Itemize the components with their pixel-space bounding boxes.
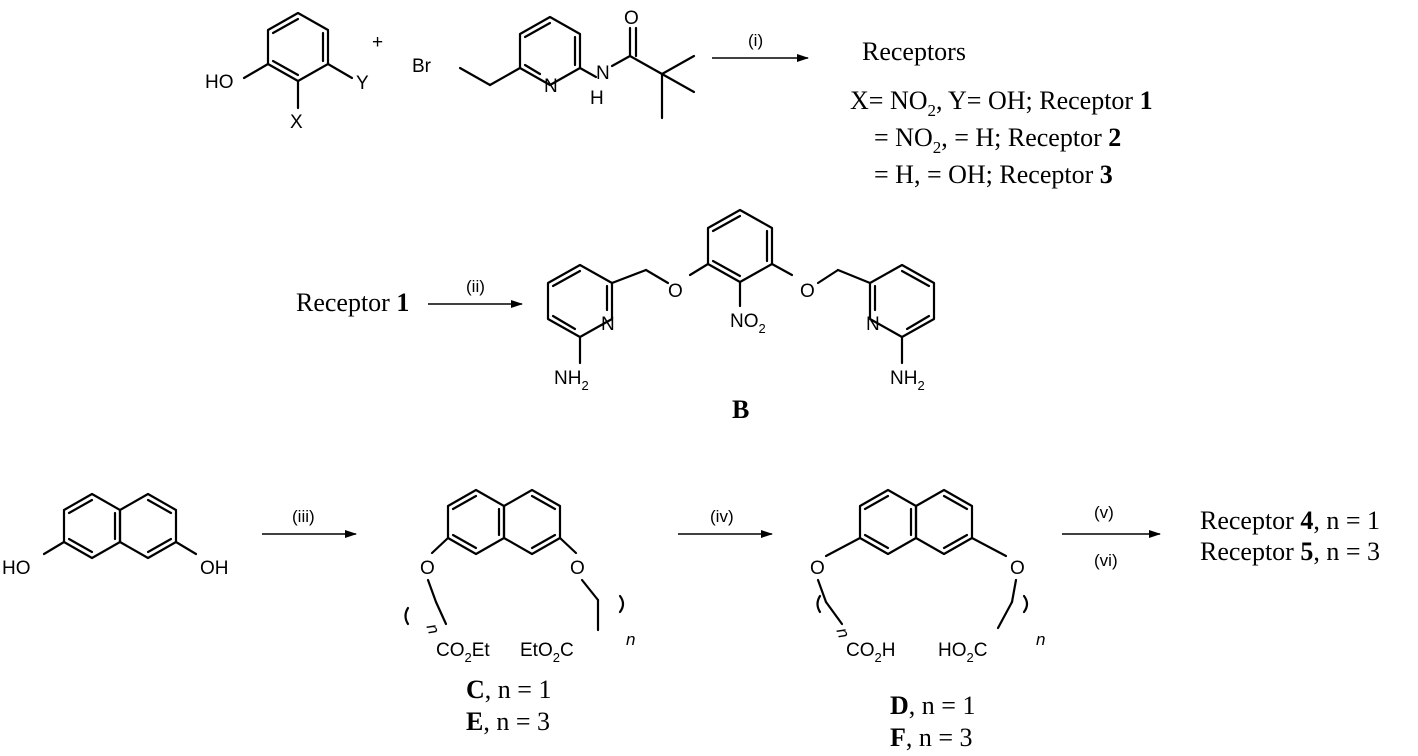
pyridine-nitrogen-label: N xyxy=(544,76,558,97)
ether-oxygen-right: O xyxy=(800,281,815,302)
pyridine-nitrogen-left: N xyxy=(601,314,615,335)
ester-oxygen-left: O xyxy=(420,558,435,579)
diol-hydroxyl-right: OH xyxy=(200,558,229,579)
receptor-line-1: X= NO2, Y= OH; Receptor 1 xyxy=(850,86,1153,120)
amide-nitrogen-label: N xyxy=(596,63,610,84)
receptor-line-2: = NO2, = H; Receptor 2 xyxy=(874,123,1121,157)
receptors-title: Receptors xyxy=(862,37,966,66)
plus-sign: + xyxy=(372,32,383,53)
compound-d-label: D, n = 1 xyxy=(890,691,975,720)
receptor-4-label: Receptor 4, n = 1 xyxy=(1200,506,1380,535)
carbonyl-oxygen-label: O xyxy=(624,8,639,29)
ester-group-right: EtO2C xyxy=(520,640,574,665)
compound-f-label: F, n = 3 xyxy=(890,723,973,752)
acid-group-right: HO2C xyxy=(938,640,987,665)
diacid-structure: O n CO2H O n HO2C xyxy=(810,488,1045,665)
acid-group-left: CO2H xyxy=(846,640,895,665)
condition-iv: (iv) xyxy=(710,507,734,526)
pyridine-nitrogen-right: N xyxy=(866,314,880,335)
condition-v: (v) xyxy=(1094,503,1114,522)
receptor-5-label: Receptor 5, n = 3 xyxy=(1200,537,1380,566)
substituent-y-label: Y xyxy=(356,73,369,94)
compound-c-label: C, n = 1 xyxy=(466,675,551,704)
ester-oxygen-right: O xyxy=(570,558,585,579)
repeat-n-left-acid: n xyxy=(833,625,854,640)
nitro-group-label: NO2 xyxy=(730,311,766,336)
amine-left-label: NH2 xyxy=(554,368,589,393)
ester-group-left: CO2Et xyxy=(436,640,490,665)
condition-iii: (iii) xyxy=(292,507,315,526)
product-b-structure: NO2 O O N NH2 N NH2 xyxy=(546,208,936,393)
condition-i: (i) xyxy=(748,31,763,50)
diol-hydroxyl-left: HO xyxy=(2,558,31,579)
receptor-line-3: = H, = OH; Receptor 3 xyxy=(874,160,1113,189)
acid-oxygen-left: O xyxy=(810,558,825,579)
acid-oxygen-right: O xyxy=(1010,558,1025,579)
substituted-phenol: HO X Y xyxy=(205,11,369,133)
receptor-1-start: Receptor 1 xyxy=(296,288,409,317)
repeat-n-right: n xyxy=(626,630,635,649)
hydroxyl-label: HO xyxy=(205,72,234,93)
bromomethyl-pyridine-pivalamide: Br N N H O xyxy=(412,8,696,120)
compound-e-label: E, n = 3 xyxy=(466,707,550,736)
condition-vi: (vi) xyxy=(1094,551,1118,570)
repeat-n-right-acid: n xyxy=(1036,630,1045,649)
diester-structure: O n CO2Et O n EtO2C xyxy=(404,488,635,665)
compound-b-label: B xyxy=(732,395,749,424)
ether-oxygen-left: O xyxy=(668,281,683,302)
substituent-x-label: X xyxy=(290,112,303,133)
bromine-label: Br xyxy=(412,56,432,77)
amine-right-label: NH2 xyxy=(890,368,925,393)
condition-ii: (ii) xyxy=(466,277,485,296)
repeat-n-left: n xyxy=(423,621,444,636)
naphthalene-diol: HO OH xyxy=(2,492,229,579)
amide-hydrogen-label: H xyxy=(590,88,604,109)
